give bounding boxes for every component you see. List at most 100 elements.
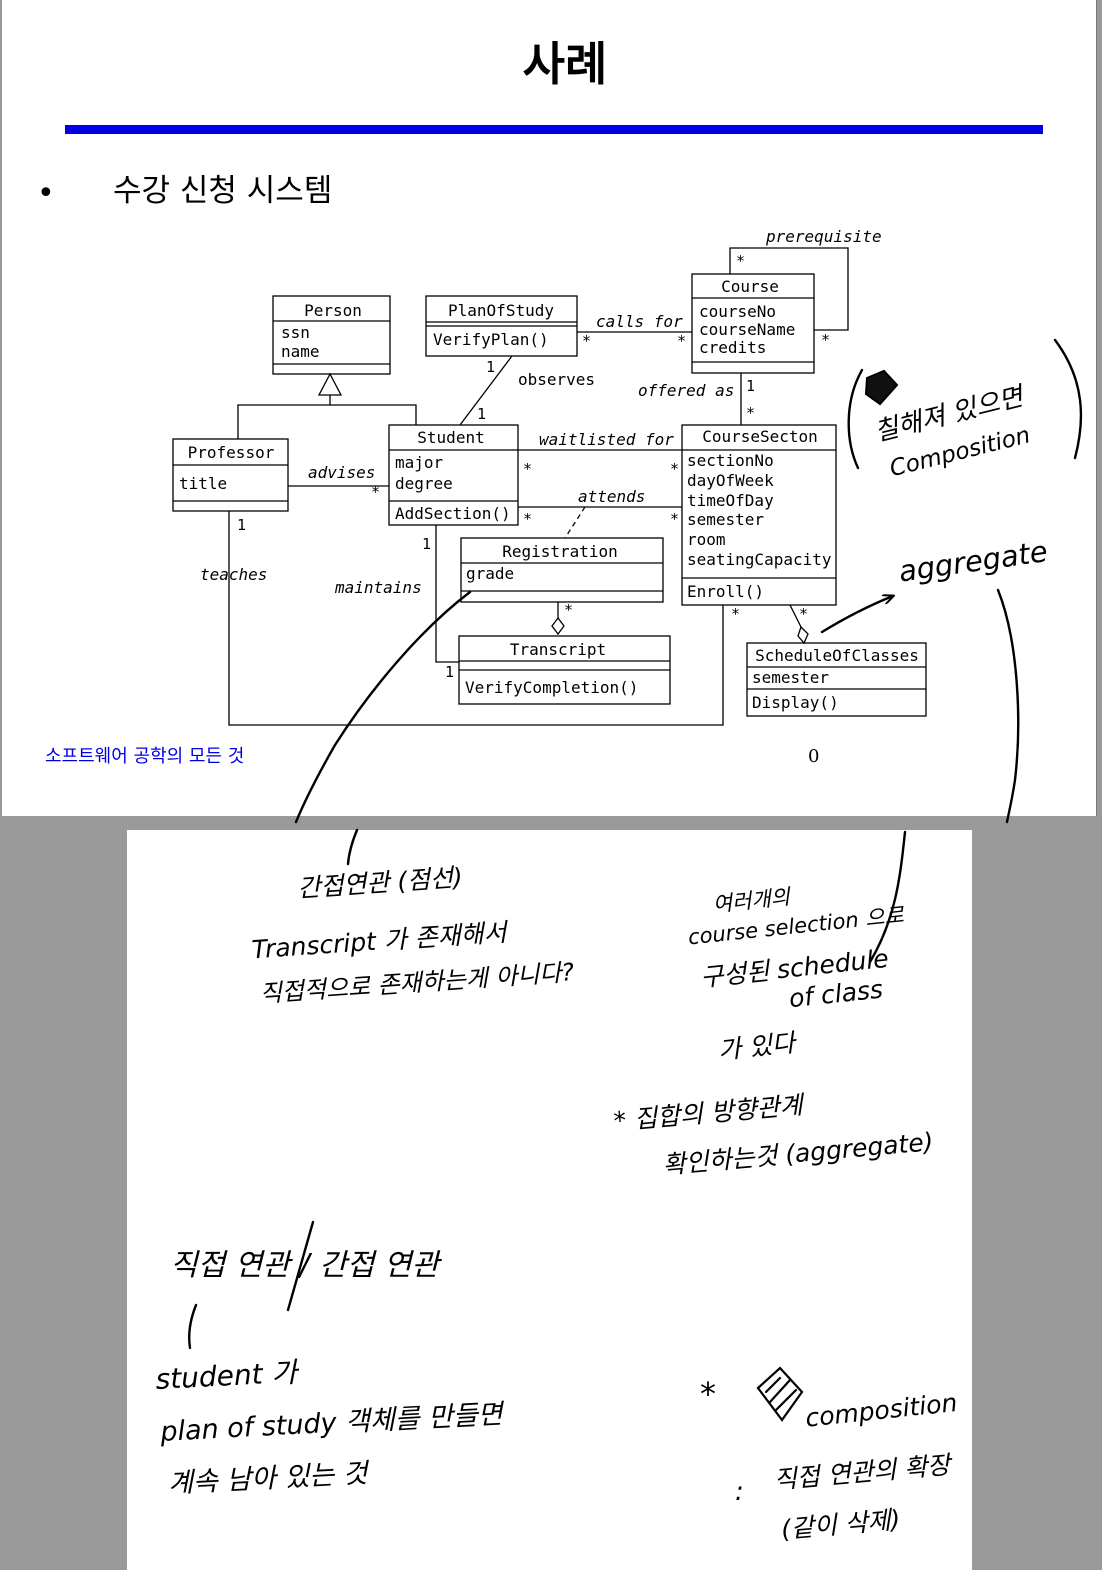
section-attr-sectionno: sectionNo — [687, 451, 774, 470]
mult-maintains-transcript: 1 — [445, 663, 454, 681]
title-rule — [65, 125, 1043, 134]
ink-indirect-note-line2: Transcript 가 존재해서 — [251, 917, 511, 964]
registration-association-dash — [564, 506, 586, 539]
class-name-coursesecton: CourseSecton — [702, 427, 818, 446]
ink-bracket-right — [1053, 338, 1083, 460]
class-box-student — [388, 424, 519, 526]
aggregation-diamond-schedule — [797, 625, 809, 645]
mult-teaches-section: * — [731, 605, 740, 623]
mult-registration-transcript: * — [564, 601, 573, 619]
mult-calls-for-course: * — [677, 332, 686, 350]
label-waitlisted-for: waitlisted for — [539, 430, 674, 449]
ink-student-note-line1: student 가 — [155, 1356, 301, 1397]
ink-schedule-note-line5: 가 있다 — [717, 1028, 800, 1065]
course-attr-credits: credits — [699, 338, 766, 357]
ink-aggregate-note-line2: 확인하는것 (aggregate) — [661, 1127, 934, 1180]
class-name-scheduleofclasses: ScheduleOfClasses — [755, 646, 919, 665]
class-box-coursesecton — [681, 424, 837, 606]
label-attends: attends — [578, 487, 645, 506]
label-maintains: maintains — [334, 578, 422, 597]
ink-aggregate-arrow — [820, 596, 893, 634]
class-name-course: Course — [721, 277, 779, 296]
maintains-line — [435, 525, 459, 663]
ink-composition-star: * — [700, 1375, 716, 1413]
label-prerequisite: prerequisite — [765, 227, 882, 246]
ink-student-note-line2: plan of study 객체를 만들면 — [159, 1399, 507, 1448]
class-name-registration: Registration — [502, 542, 618, 561]
inheritance-professor-line — [237, 395, 331, 439]
ink-schedule-note-line1: 여러개의 — [712, 885, 793, 917]
ink-slash — [286, 1220, 315, 1312]
plan-op-verifyplan: VerifyPlan() — [433, 330, 549, 349]
ink-student-note-line3: 계속 남아 있는 것 — [167, 1458, 371, 1500]
aggregation-diamond-transcript — [551, 616, 565, 636]
ink-composition-word: composition — [804, 1388, 959, 1433]
label-teaches: teaches — [200, 565, 267, 584]
class-box-person — [272, 295, 391, 375]
student-op-addsection: AddSection() — [395, 504, 511, 523]
class-name-professor: Professor — [188, 443, 275, 462]
slide-title: 사례 — [523, 37, 608, 91]
section-attr-room: room — [687, 530, 726, 549]
note-page — [127, 830, 972, 1570]
section-attr-semester: semester — [687, 510, 764, 529]
mult-attends-section: * — [670, 510, 679, 528]
mult-prerequisite-top: * — [736, 252, 745, 270]
label-calls-for: calls for — [596, 312, 683, 331]
ink-tick — [188, 1303, 198, 1350]
person-attr-ssn: ssn — [281, 323, 310, 342]
slide-footer: 소프트웨어 공학의 모든 것 — [45, 746, 244, 767]
hatched-diamond-sketch-icon — [756, 1366, 804, 1422]
bullet-marker: • — [37, 176, 55, 211]
label-offered-as: offered as — [638, 381, 734, 400]
class-name-transcript: Transcript — [510, 640, 606, 659]
mult-calls-for-plan: * — [582, 332, 591, 350]
ink-connector-indirect — [294, 590, 472, 824]
course-attr-coursename: courseName — [699, 320, 795, 339]
person-attr-name: name — [281, 342, 320, 361]
mult-maintains-student: 1 — [422, 535, 431, 553]
mult-observes-plan: 1 — [486, 358, 495, 376]
section-attr-seatingcapacity: seatingCapacity — [687, 550, 832, 569]
schedule-attr-semester: semester — [752, 668, 829, 687]
class-box-professor — [172, 438, 289, 512]
observes-line — [459, 355, 513, 426]
label-observes: observes — [518, 370, 595, 389]
transcript-op-verifycompletion: VerifyCompletion() — [465, 678, 638, 697]
ink-composition-colon: : — [735, 1477, 744, 1507]
mult-attends-student: * — [523, 510, 532, 528]
class-name-student: Student — [417, 428, 484, 447]
schedule-op-display: Display() — [752, 693, 839, 712]
ink-composition-detail-line1: 직접 연관의 확장 — [773, 1450, 955, 1495]
ink-aggregate-note-line1: * 집합의 방향관계 — [612, 1090, 806, 1136]
class-name-person: Person — [304, 301, 362, 320]
mult-waitlist-student: * — [523, 460, 532, 478]
course-attr-courseno: courseNo — [699, 302, 776, 321]
class-box-scheduleofclasses — [746, 642, 927, 717]
label-advises: advises — [308, 463, 375, 482]
mult-offered-course: 1 — [746, 377, 755, 395]
ink-direct-indirect-title: 직접 연관 / 간접 연관 — [170, 1248, 442, 1283]
professor-attr-title: title — [179, 474, 227, 493]
ink-aggregate-label: aggregate — [897, 534, 1050, 589]
mult-prerequisite-right: * — [821, 331, 830, 349]
ink-connector-aggregate — [996, 588, 1020, 824]
ink-indirect-note-title: 간접연관 (점선) — [297, 863, 464, 903]
section-attr-dayofweek: dayOfWeek — [687, 471, 774, 490]
slide-page-number: 0 — [808, 746, 819, 767]
mult-offered-section: * — [746, 404, 755, 422]
mult-advises-student: * — [371, 483, 380, 501]
filled-diamond-sketch-icon — [864, 369, 899, 406]
mult-schedule-section: * — [799, 605, 808, 623]
mult-observes-student: 1 — [477, 405, 486, 423]
registration-attr-grade: grade — [466, 564, 514, 583]
student-attr-major: major — [395, 453, 444, 472]
section-op-enroll: Enroll() — [687, 582, 764, 601]
bullet-text: 수강 신청 시스템 — [113, 173, 332, 209]
class-name-planofstudy: PlanOfStudy — [448, 301, 554, 320]
ink-connector-indirect-tail — [346, 828, 359, 866]
class-box-course — [691, 273, 815, 374]
generalization-triangle — [317, 372, 343, 396]
mult-waitlist-section: * — [670, 460, 679, 478]
